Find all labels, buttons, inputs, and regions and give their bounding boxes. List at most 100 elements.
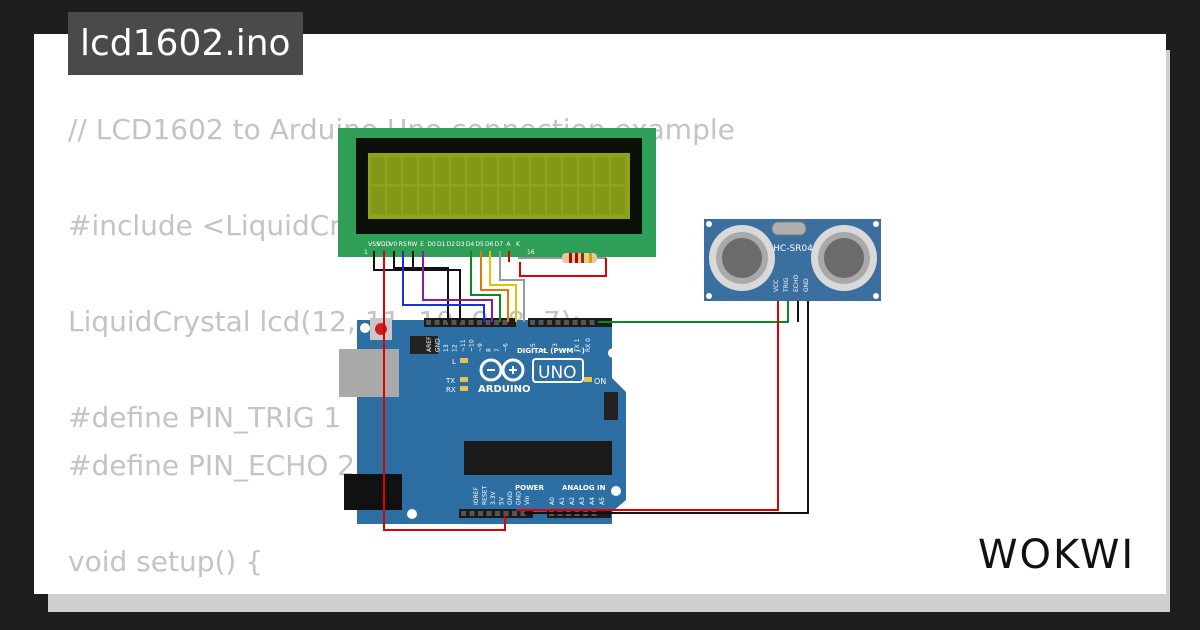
power-pin-label: 5V <box>499 496 506 505</box>
file-title: lcd1602.ino <box>68 12 303 75</box>
preview-card: // LCD1602 to Arduino Uno connection exa… <box>34 34 1166 594</box>
header-pin <box>495 511 500 516</box>
lcd-cell <box>371 187 385 214</box>
lcd-cell <box>467 187 481 214</box>
lcd-cell <box>563 187 577 214</box>
crystal-oscillator <box>771 221 807 236</box>
digital-pin-label: TX 1 <box>574 338 581 353</box>
resistor[interactable] <box>518 253 606 263</box>
header-pin <box>589 320 595 325</box>
mount-hole <box>611 486 621 496</box>
lcd-pin-label: V0 <box>389 241 397 248</box>
power-label: POWER <box>515 484 545 492</box>
header-pin <box>503 511 509 516</box>
sensor-pin-label: ECHO <box>793 275 800 292</box>
lcd-cell <box>547 157 561 184</box>
lcd-pin-label: VSS <box>368 241 380 248</box>
analog-pin-label: A0 <box>549 497 556 505</box>
lcd-pin-label: D5 <box>475 241 484 248</box>
mount-hole <box>706 293 712 299</box>
mount-hole <box>873 293 879 299</box>
header-pin <box>469 511 475 516</box>
on-label: ON <box>594 377 606 386</box>
power-pin-label: IOREF <box>473 487 480 505</box>
header-pin <box>478 511 483 516</box>
power-jack <box>344 474 402 510</box>
mount-hole <box>706 221 712 227</box>
header-pin <box>468 320 474 325</box>
lcd-pin-label: E <box>420 241 424 248</box>
lcd-pin-label: VDD <box>377 241 391 248</box>
digital-pin-label: 12 <box>452 344 459 352</box>
lcd-pin-label: D1 <box>437 241 446 248</box>
rx-led <box>460 386 468 391</box>
sensor-pin-label: GND <box>803 278 810 292</box>
digital-pin-label: 2 <box>563 348 570 352</box>
wokwi-logo-text: WOKWI <box>978 532 1135 578</box>
code-line: lcd.begin(16, 2); <box>68 586 735 594</box>
lcd-cell <box>531 157 545 184</box>
header-pin <box>460 320 465 325</box>
digital-pin-label: 4 <box>541 348 548 352</box>
led-label-rx: RX <box>446 386 456 394</box>
lcd-cell <box>611 157 625 184</box>
lcd-pin-label: K <box>516 241 521 248</box>
wire-black <box>393 251 449 322</box>
header-pin <box>485 320 491 325</box>
resistor-band <box>589 253 592 263</box>
lcd-cell <box>387 187 401 214</box>
header-pin <box>520 511 526 516</box>
lcd-cell <box>515 187 529 214</box>
led-label-l: L <box>452 358 456 366</box>
sensor-model: HC-SR04 <box>773 244 813 254</box>
digital-pin-label: ~5 <box>530 343 537 352</box>
icsp-header-2 <box>604 392 618 420</box>
digital-pin-label: ~6 <box>503 343 510 352</box>
uno-badge <box>532 358 584 383</box>
lcd-pin-label: RW <box>407 241 417 248</box>
header-pin <box>461 511 466 516</box>
digital-pin-label: RX 0 <box>585 338 592 352</box>
lcd-pin-first: 1 <box>364 249 368 256</box>
sensor-pin-label: VCC <box>773 280 780 292</box>
header-pin <box>530 320 535 325</box>
header-pin <box>547 320 552 325</box>
atmega-chip <box>464 441 612 475</box>
lcd-cell <box>403 157 417 184</box>
lcd-pin-label: D2 <box>447 241 456 248</box>
icsp-header <box>410 336 438 354</box>
wire-gray <box>499 251 525 322</box>
arduino-brand: ARDUINO <box>478 384 530 395</box>
lcd-cell <box>403 187 417 214</box>
power-pin-label: RESET <box>482 485 489 505</box>
header-pin <box>486 511 492 516</box>
code-line: void setup() { <box>68 545 264 578</box>
lcd-cell <box>579 157 593 184</box>
digital-pin-label: 13 <box>443 344 450 352</box>
lcd-cell <box>563 157 577 184</box>
lcd-pin-label: D7 <box>495 241 504 248</box>
code-line: #define PIN_TRIG 1 <box>68 401 342 434</box>
wire-black <box>373 251 461 322</box>
power-pin-label: Vin <box>524 495 531 505</box>
transducer-left <box>709 225 775 291</box>
wire-green <box>598 301 789 323</box>
wire-red <box>383 251 506 531</box>
header-pin <box>564 320 569 325</box>
digital-pin-label: 7 <box>494 348 501 352</box>
header-pin <box>494 320 499 325</box>
header-pins <box>426 320 597 516</box>
wire-black <box>524 301 809 514</box>
lcd-pin-label: RS <box>399 241 407 248</box>
lcd-cell <box>611 187 625 214</box>
header-pin <box>426 320 431 325</box>
transducer-right <box>811 225 877 291</box>
lcd-pin-last: 16 <box>527 249 535 256</box>
wire-red <box>519 258 607 277</box>
